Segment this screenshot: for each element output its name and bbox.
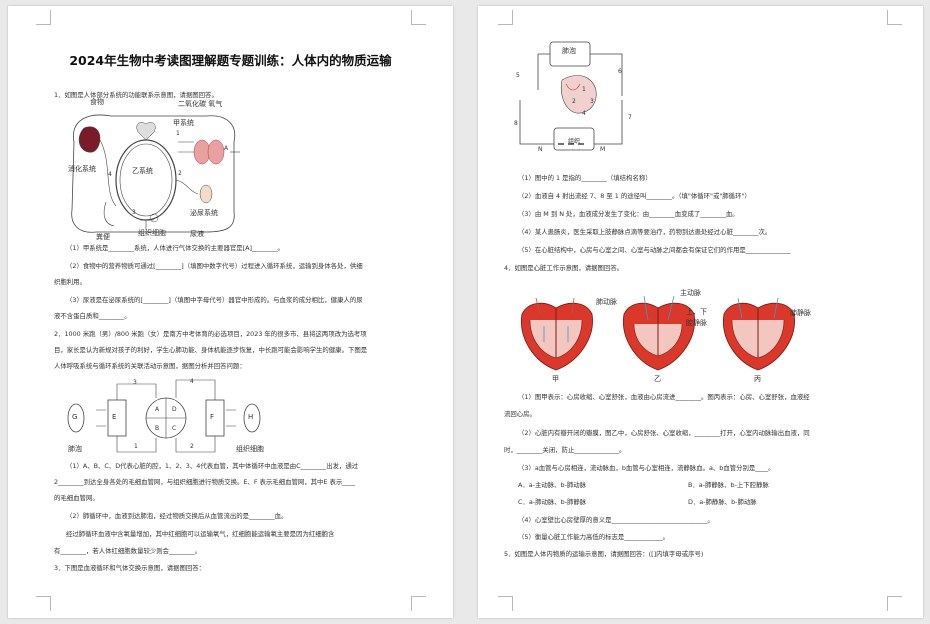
label-heart-bing: 丙 xyxy=(754,375,761,383)
q1-part2-line1: （2）食物中的营养物质可通过[________]（填图中数字代号）过程进入循环系… xyxy=(66,262,363,270)
label-vessel-1: 1 xyxy=(134,443,138,450)
question-1-stem: 1．如图是人体部分系统的功能联系示意图，请据图回答。 xyxy=(54,91,218,99)
label-6: 6 xyxy=(618,68,622,75)
label-heart-yi: 乙 xyxy=(654,375,661,383)
margin-corner-mark xyxy=(498,10,513,25)
q3-part3: （3）由 M 到 N 处，血液成分发生了变化：由________血变成了____… xyxy=(518,210,739,218)
label-vessel-4: 4 xyxy=(190,378,194,385)
question-5-stem: 5．如图是人体内物质的运输示意图，请据图回答：([]内填字母或序号) xyxy=(504,550,704,558)
label-2-right: 2 xyxy=(572,98,576,105)
label-chamber-C: C xyxy=(172,425,177,432)
label-A: A xyxy=(224,145,229,152)
question-3-stem: 3．下图是血液循环和气体交换示意图，请据图回答： xyxy=(54,564,206,572)
label-co2-o2: 二氧化碳 氧气 xyxy=(178,100,223,108)
label-chamber-A: A xyxy=(155,406,160,413)
question-4-stem: 4．如图是心脏工作示意图，请据图回答。 xyxy=(504,264,624,272)
q2-part1-line3: 的毛细血管网。 xyxy=(54,494,99,502)
heart-circulation-diagram xyxy=(67,379,261,453)
label-vena-cava: 腔静脉 xyxy=(686,319,707,327)
q4-option-B: B．a-肺静脉、b-上下腔静脉 xyxy=(688,481,769,489)
q4-option-D: D．a-肺静脉、b-肺动脉 xyxy=(688,498,757,506)
label-F: F xyxy=(210,413,215,421)
q4-part2-line1: （2）心脏内有瓣开闭的瓣膜，图乙中，心房舒张、心室收缩，________打开，心… xyxy=(518,429,810,437)
label-digestive-system: 消化系统 xyxy=(68,165,96,173)
label-tissue-cells-2: 组织细胞 xyxy=(236,445,264,453)
q4-option-C: C．a-肺动脉、b-肺静脉 xyxy=(518,498,587,506)
q2-part3-line1: 经过肺循环血液中含氧量增加，其中红细胞可以运输氧气，红细胞能运输氧主要是因为红细… xyxy=(66,530,335,538)
q2-stem-line3: 人体呼吸系统与循环系统的关联活动示意图，据图分析并回答问题： xyxy=(54,362,246,370)
document-page-right: 肺泡 5 6 1 2 3 4 7 8 组织 N M （1）图中的 1 是指的__… xyxy=(478,6,923,618)
body-systems-diagram xyxy=(71,114,240,233)
label-H: H xyxy=(248,413,254,421)
label-food: 食物 xyxy=(90,98,104,106)
label-urine: 尿液 xyxy=(190,230,204,238)
label-chamber-B: B xyxy=(155,425,160,432)
label-upper-lower: 上、下 xyxy=(686,308,707,316)
label-1: 1 xyxy=(176,130,180,137)
q2-part1-line1: （1）A、B、C、D代表心脏的腔，1、2、3、4代表血管，其中体循环中血液是由C… xyxy=(66,462,359,470)
label-jia-system: 甲系统 xyxy=(173,119,194,127)
heart-yi-illustration xyxy=(622,295,695,371)
q4-part5: （5）衡量心脏工作能力高低的标志是____________。 xyxy=(518,533,670,541)
label-tissue-right: 组织 xyxy=(568,138,581,145)
label-feces: 粪便 xyxy=(96,233,110,241)
document-page-left: 2024年生物中考读图理解题专题训练：人体内的物质运输 1．如图是人体部分系统的… xyxy=(8,6,453,618)
q2-stem-line2: 目，家长是认为新规对孩子的利好，学生心肺功能、身体机能逐步恢复，中长跑可能会影响… xyxy=(54,346,368,354)
label-yi-system: 乙系统 xyxy=(132,167,153,175)
q1-part2-line2: 织胞利用。 xyxy=(54,278,86,286)
label-3: 3 xyxy=(132,209,136,216)
label-1-right: 1 xyxy=(582,86,586,93)
label-aorta: 主动脉 xyxy=(680,289,701,297)
label-pulmonary-vein: 肺静脉 xyxy=(790,309,811,317)
q4-part1-line2: 流回心房。 xyxy=(504,410,536,418)
label-vessel-3: 3 xyxy=(133,379,137,386)
margin-corner-mark xyxy=(498,596,513,611)
q2-part3-line2: 有________，若人体红细胞数量较少则会________。 xyxy=(54,547,201,555)
label-chamber-D: D xyxy=(172,406,177,413)
margin-corner-mark xyxy=(411,596,426,611)
q3-part2: （2）血液自 4 射出流经 7、8 至 1 的途径叫________。（填"体循… xyxy=(518,192,751,200)
label-8: 8 xyxy=(514,120,518,127)
q2-stem-line1: 2．1000 米跑（男）/800 米跑（女）是南方中考体育的必选项目，2023 … xyxy=(54,330,367,338)
blood-circulation-diagram xyxy=(519,41,623,151)
q2-part2: （2）肺循环中，血液到达肺泡，经过物质交换后从血管流出的是________血。 xyxy=(66,512,288,520)
margin-corner-mark xyxy=(887,596,902,611)
margin-corner-mark xyxy=(887,10,902,25)
label-M: M xyxy=(600,146,606,153)
label-3-right: 3 xyxy=(590,98,594,105)
margin-corner-mark xyxy=(36,10,51,25)
label-E: E xyxy=(112,413,117,421)
q1-part1: （1）甲系统是________系统，人体进行气体交换的主要器官是[A]_____… xyxy=(66,244,284,252)
q3-part1: （1）图中的 1 是指的________（填结构名称） xyxy=(518,174,652,182)
label-2: 2 xyxy=(178,170,182,177)
margin-corner-mark xyxy=(36,596,51,611)
q3-part4: （4）某人患肠炎，医生采取上肢静脉点滴等要治疗，药物到达患处经过心脏______… xyxy=(518,228,772,236)
label-7: 7 xyxy=(628,114,632,121)
label-tissue-cells: 组织细胞 xyxy=(138,229,166,237)
heart-jia-illustration xyxy=(520,297,593,371)
q4-part2-line2: 时，________关闭，防止______________。 xyxy=(504,446,626,454)
label-vessel-2: 2 xyxy=(190,443,194,450)
label-4-right: 4 xyxy=(582,110,586,117)
q4-part1-line1: （1）图甲表示：心房收缩、心室舒张，血液由心房流进________。图丙表示：心… xyxy=(518,393,810,401)
label-alveoli: 肺泡 xyxy=(68,445,82,453)
heart-bing-illustration xyxy=(722,297,795,371)
label-urinary-system: 泌尿系统 xyxy=(190,209,218,217)
q4-part4: （4）心室壁比心房壁厚的意义是_________________________… xyxy=(518,516,714,524)
label-4: 4 xyxy=(108,171,112,178)
q3-part5: （5）在心脏结构中，心房与心室之间、心室与动脉之间都会有保证它们的作用是____… xyxy=(518,246,791,254)
label-N: N xyxy=(538,146,543,153)
q2-part1-line2: 2________到达全身各处的毛细血管网，与组织细胞进行物质交换。E、F 表示… xyxy=(54,478,356,486)
label-pulmonary-artery: 肺动脉 xyxy=(596,298,617,306)
label-G: G xyxy=(72,413,78,421)
label-heart-jia: 甲 xyxy=(552,375,559,383)
document-title: 2024年生物中考读图理解题专题训练：人体内的物质运输 xyxy=(69,53,392,68)
q1-part3-line1: （3）尿液是在泌尿系统的[________]（填图中字母代号）器官中形成的。与血… xyxy=(66,296,363,304)
q4-option-A: A．a-主动脉、b-肺动脉 xyxy=(518,481,587,489)
q1-part3-line2: 液不含蛋白质和________。 xyxy=(54,312,131,320)
q4-part3: （3）a血管与心房相连，流动脉血，b血管与心室相连，流静脉血。a、b血管分别是_… xyxy=(518,464,775,472)
label-alveoli-right: 肺泡 xyxy=(562,47,576,55)
label-5: 5 xyxy=(516,72,520,79)
margin-corner-mark xyxy=(411,10,426,25)
